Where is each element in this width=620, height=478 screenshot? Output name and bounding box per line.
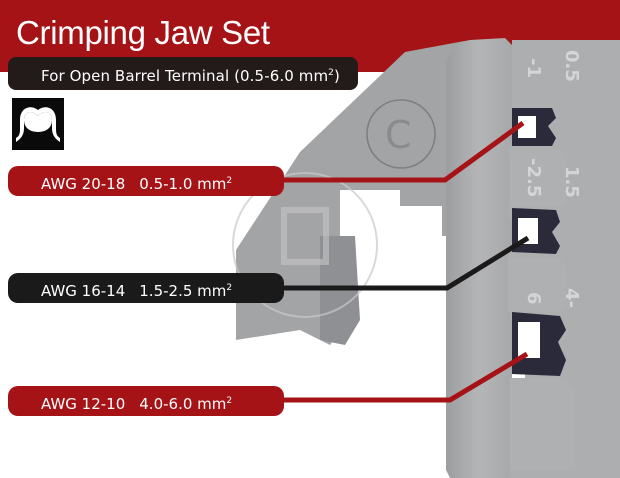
open-barrel-profile-icon (12, 98, 64, 150)
superscript: 2 (226, 396, 233, 406)
superscript: 2 (328, 68, 334, 78)
leader-line-awg-16-14 (270, 235, 530, 291)
svg-text:-2.5: -2.5 (523, 158, 544, 197)
label-awg-16-14: AWG 16-14 1.5-2.5 mm2 (8, 273, 284, 303)
svg-text:0.5: 0.5 (561, 50, 582, 82)
leader-line-awg-12-10 (270, 351, 529, 403)
svg-text:4-: 4- (561, 288, 582, 308)
label-awg-12-10: AWG 12-10 4.0-6.0 mm2 (8, 386, 284, 416)
subtitle-banner: For Open Barrel Terminal (0.5-6.0 mm2) (8, 57, 358, 90)
svg-text:-1: -1 (523, 58, 544, 78)
mm2-range: 0.5-1.0 mm (139, 175, 227, 193)
svg-text:6: 6 (523, 292, 544, 305)
awg-value: AWG 12-10 (41, 395, 126, 413)
mm2-range: 4.0-6.0 mm (139, 395, 227, 413)
mm2-range: 1.5-2.5 mm (139, 282, 227, 300)
page-title: Crimping Jaw Set (16, 14, 270, 51)
awg-value: AWG 16-14 (41, 282, 126, 300)
awg-value: AWG 20-18 (41, 175, 126, 193)
superscript: 2 (226, 283, 233, 293)
leader-line-awg-20-18 (270, 120, 525, 183)
subtitle-text: For Open Barrel Terminal (0.5-6.0 mm (41, 67, 329, 85)
label-awg-20-18: AWG 20-18 0.5-1.0 mm2 (8, 166, 284, 196)
svg-text:C: C (385, 113, 412, 157)
subtitle-end: ) (333, 67, 340, 85)
svg-text:1.5: 1.5 (561, 166, 582, 198)
superscript: 2 (226, 176, 233, 186)
